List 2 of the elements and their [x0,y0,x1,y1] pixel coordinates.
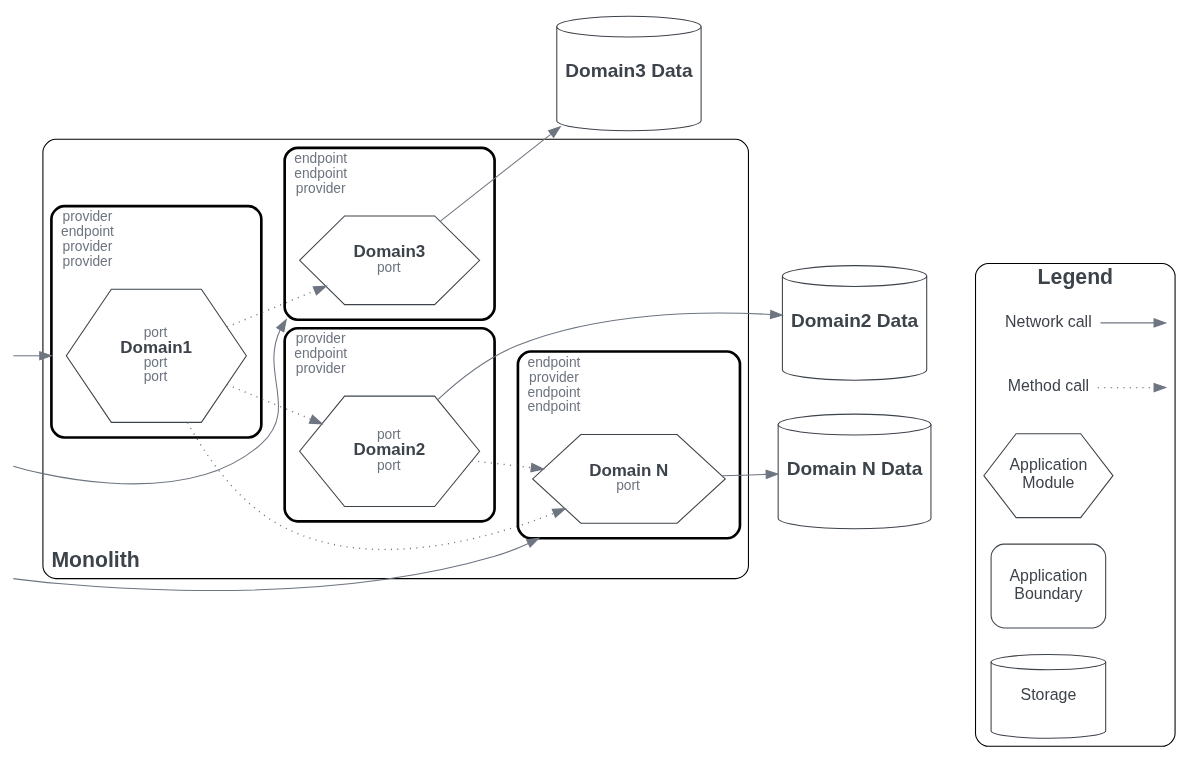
legend-label: Network call [1005,312,1092,330]
legend-label: Method call [1007,377,1090,395]
